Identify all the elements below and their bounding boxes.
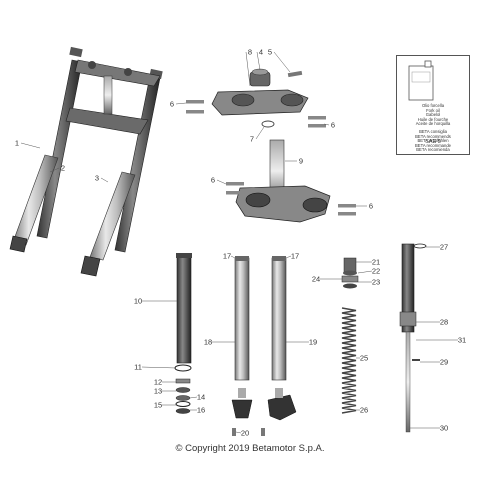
oil-grade: SAE 5 — [425, 139, 441, 145]
callout-c2: 2 — [61, 164, 65, 173]
steering-stem-and-lower-clamp — [226, 139, 356, 223]
callout-c29: 29 — [440, 358, 448, 367]
callout-c23: 23 — [372, 278, 380, 287]
leader-line-c17b — [285, 255, 292, 259]
callout-c6a: 6 — [170, 100, 174, 109]
callout-c24: 24 — [312, 275, 320, 284]
callout-c12: 12 — [154, 378, 162, 387]
callout-c6b: 6 — [331, 121, 335, 130]
callout-c30: 30 — [440, 424, 448, 433]
callout-c9: 9 — [299, 157, 303, 166]
leader-line-c4 — [256, 51, 261, 71]
fork-oil-info-box: Olio forcella Fork oil Gabelol Huile de … — [396, 55, 470, 155]
leader-line-c11 — [141, 366, 177, 369]
callout-c15: 15 — [154, 401, 162, 410]
leader-line-c6a — [175, 102, 187, 105]
callout-c6d: 6 — [369, 202, 373, 211]
leader-line-c14 — [189, 396, 198, 399]
oil-name-4: Aceite de horquilla — [415, 121, 451, 127]
upper-triple-clamp — [186, 68, 326, 128]
callout-c17a: 17 — [223, 252, 231, 261]
fork-assembly-left-leg — [9, 46, 83, 253]
callout-c11: 11 — [134, 363, 142, 372]
callout-c31: 31 — [458, 336, 466, 345]
recommend-3: BETA recommande — [415, 142, 451, 148]
leader-line-c6c — [216, 179, 227, 185]
callout-c1: 1 — [15, 139, 19, 148]
oil-name-1: Fork oil — [426, 107, 440, 113]
callout-c8: 8 — [248, 48, 252, 57]
callout-c26: 26 — [360, 406, 368, 415]
fork-assembly-right-leg — [80, 68, 163, 277]
callout-c25: 25 — [360, 354, 368, 363]
leader-line-c1 — [20, 142, 41, 149]
leader-line-c8 — [245, 51, 251, 87]
oil-name-3: Huile de fourche — [417, 116, 449, 122]
callout-c6c: 6 — [211, 176, 215, 185]
leader-line-c2 — [49, 167, 60, 173]
fork-assembly-clamps — [65, 59, 161, 135]
leader-line-c20 — [235, 431, 242, 434]
recommend-0: BETA consiglia — [419, 128, 447, 134]
recommend-2: BETA empfohlen — [417, 138, 449, 144]
slider-tube-18 — [231, 256, 253, 419]
cartridge-cap-21-24 — [341, 257, 359, 289]
oil-text-lines: Olio forcella Fork oil Gabelol Huile de … — [397, 103, 469, 153]
oil-name-2: Gabelol — [425, 112, 441, 118]
recommend-1: BETA recommends — [415, 133, 451, 139]
leader-line-c7 — [255, 126, 265, 140]
callout-c7: 7 — [250, 135, 254, 144]
callout-c27: 27 — [440, 243, 448, 252]
leader-line-c5 — [273, 51, 291, 73]
cartridge-31 — [399, 243, 427, 433]
callout-c13: 13 — [154, 387, 162, 396]
leader-line-c6b — [323, 123, 330, 126]
fork-tube-10 — [174, 253, 192, 372]
callout-c21: 21 — [372, 258, 380, 267]
recommend-4: BETA recomienda — [416, 147, 450, 153]
callout-c19: 19 — [309, 338, 317, 347]
callout-c10: 10 — [134, 297, 142, 306]
leader-line-c3 — [100, 177, 109, 183]
callout-c17b: 17 — [291, 252, 299, 261]
copyright-notice: © Copyright 2019 Betamotor S.p.A. — [175, 443, 325, 454]
leader-line-c22 — [357, 270, 373, 274]
oil-can-icon — [408, 60, 434, 101]
callout-c28: 28 — [440, 318, 448, 327]
spring-25 — [341, 307, 357, 414]
callout-c4: 4 — [259, 48, 263, 57]
slider-tube-19 — [267, 256, 297, 421]
callout-c18: 18 — [204, 338, 212, 347]
callout-c3: 3 — [95, 174, 99, 183]
callout-c5: 5 — [268, 48, 272, 57]
callout-c22: 22 — [372, 267, 380, 276]
oil-name-0: Olio forcella — [421, 103, 445, 108]
seals-12-16 — [175, 378, 191, 414]
callout-c20: 20 — [241, 429, 249, 438]
leader-line-c17a — [230, 255, 236, 259]
callout-c14: 14 — [197, 393, 205, 402]
callout-c16: 16 — [197, 406, 205, 415]
bolts-20 — [232, 428, 265, 436]
